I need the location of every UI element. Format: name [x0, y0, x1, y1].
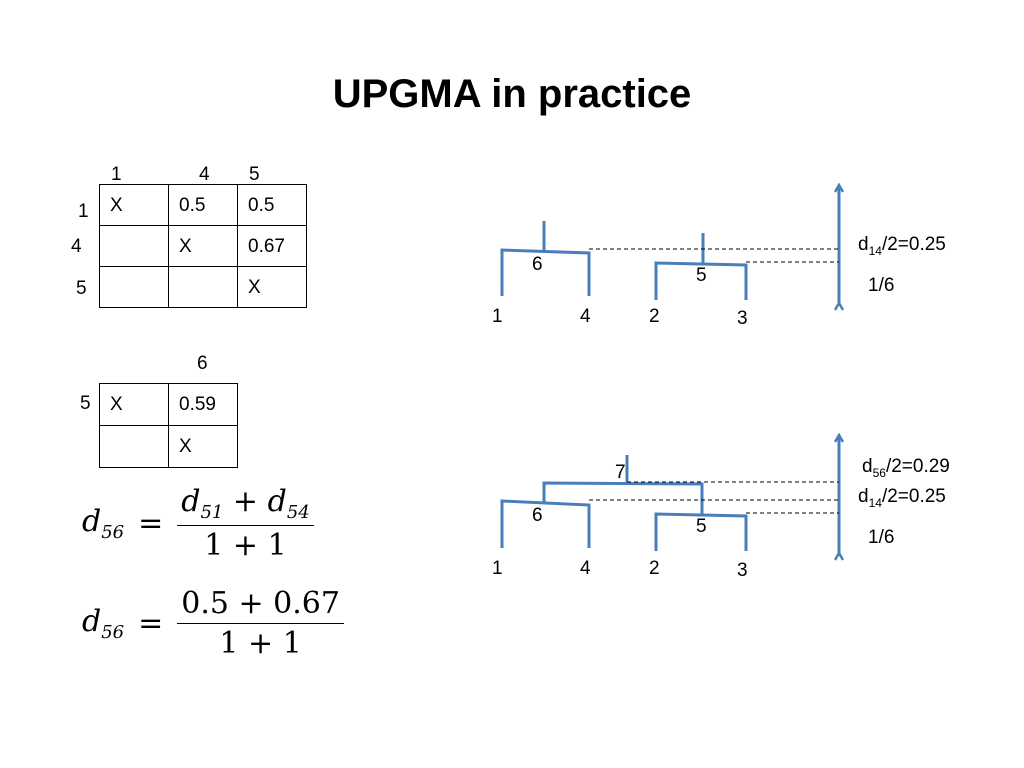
matrix-cell: X — [168, 225, 238, 267]
tree1-leaf-label: 3 — [737, 308, 748, 329]
formula-lhs: d56 — [82, 604, 125, 643]
matrix-cell: 0.5 — [237, 184, 307, 226]
distance-matrix-2: X 0.59 X — [99, 383, 238, 468]
slide-title: UPGMA in practice — [332, 72, 692, 116]
matrix-cell: X — [99, 383, 169, 426]
tree-1 — [500, 188, 839, 306]
matrix-cell: X — [168, 425, 238, 468]
matrix2-col-header: 6 — [197, 353, 208, 374]
branch-node-6 — [500, 248, 591, 296]
tree1-height-annotation: 1/6 — [868, 275, 895, 296]
tree1-node-label: 6 — [532, 254, 543, 275]
matrix1-col-header: 4 — [199, 164, 210, 185]
tree2-leaf-label: 1 — [492, 558, 503, 579]
formula-denominator: 1 + 1 — [204, 528, 287, 563]
matrix-cell: 0.59 — [168, 383, 238, 426]
table-row: X 0.67 — [99, 225, 307, 267]
formula-general: d56 = d51 + d54 1 + 1 — [82, 484, 314, 563]
branch-node-5 — [654, 261, 748, 300]
tree2-node-label: 7 — [615, 462, 626, 483]
matrix-cell: 0.67 — [237, 225, 307, 267]
table-row: X — [99, 425, 238, 468]
tree2-height-annotation: d14/2=0.25 — [858, 486, 946, 510]
tree1-node-label: 5 — [696, 265, 707, 286]
formula-numeric: d56 = 0.5 + 0.67 1 + 1 — [82, 586, 344, 661]
matrix-cell: 0.5 — [168, 184, 238, 226]
formula-lhs: d56 — [82, 504, 125, 543]
matrix-cell: X — [237, 266, 307, 308]
table-row: X — [99, 266, 307, 308]
formula-denominator: 1 + 1 — [219, 626, 302, 661]
matrix1-col-header: 5 — [249, 164, 260, 185]
formula-numerator: d51 + d54 — [177, 484, 314, 526]
tree-2 — [500, 438, 839, 556]
matrix-cell — [168, 266, 238, 308]
matrix1-row-header: 4 — [71, 236, 82, 257]
branch-node-6 — [500, 499, 591, 548]
matrix2-row-header: 5 — [80, 393, 91, 414]
matrix-cell — [99, 266, 169, 308]
tree2-node-label: 5 — [696, 516, 707, 537]
formula-equals: = — [138, 506, 164, 541]
matrix-cell — [99, 225, 169, 267]
matrix1-row-header: 1 — [78, 201, 89, 222]
formula-fraction: d51 + d54 1 + 1 — [177, 484, 314, 563]
matrix1-row-header: 5 — [76, 278, 87, 299]
formula-numerator: 0.5 + 0.67 — [177, 586, 344, 624]
table-row: X 0.5 0.5 — [99, 184, 307, 226]
tree1-leaf-label: 4 — [580, 306, 591, 327]
tree1-height-annotation: d14/2=0.25 — [858, 234, 946, 258]
distance-matrix-1: X 0.5 0.5 X 0.67 X — [99, 184, 307, 308]
tree2-height-annotation: d56/2=0.29 — [862, 456, 950, 480]
tree2-height-annotation: 1/6 — [868, 527, 895, 548]
tree1-leaf-label: 1 — [492, 306, 503, 327]
formula-equals: = — [138, 606, 164, 641]
matrix-cell — [99, 425, 169, 468]
tree2-leaf-label: 2 — [649, 558, 660, 579]
branch-node-5 — [654, 512, 748, 551]
table-row: X 0.59 — [99, 383, 238, 426]
tree2-leaf-label: 4 — [580, 558, 591, 579]
tree1-leaf-label: 2 — [649, 306, 660, 327]
branch-node-7 — [542, 481, 704, 515]
tree2-node-label: 6 — [532, 505, 543, 526]
matrix1-col-header: 1 — [111, 164, 122, 185]
formula-fraction: 0.5 + 0.67 1 + 1 — [177, 586, 344, 661]
tree2-leaf-label: 3 — [737, 560, 748, 581]
